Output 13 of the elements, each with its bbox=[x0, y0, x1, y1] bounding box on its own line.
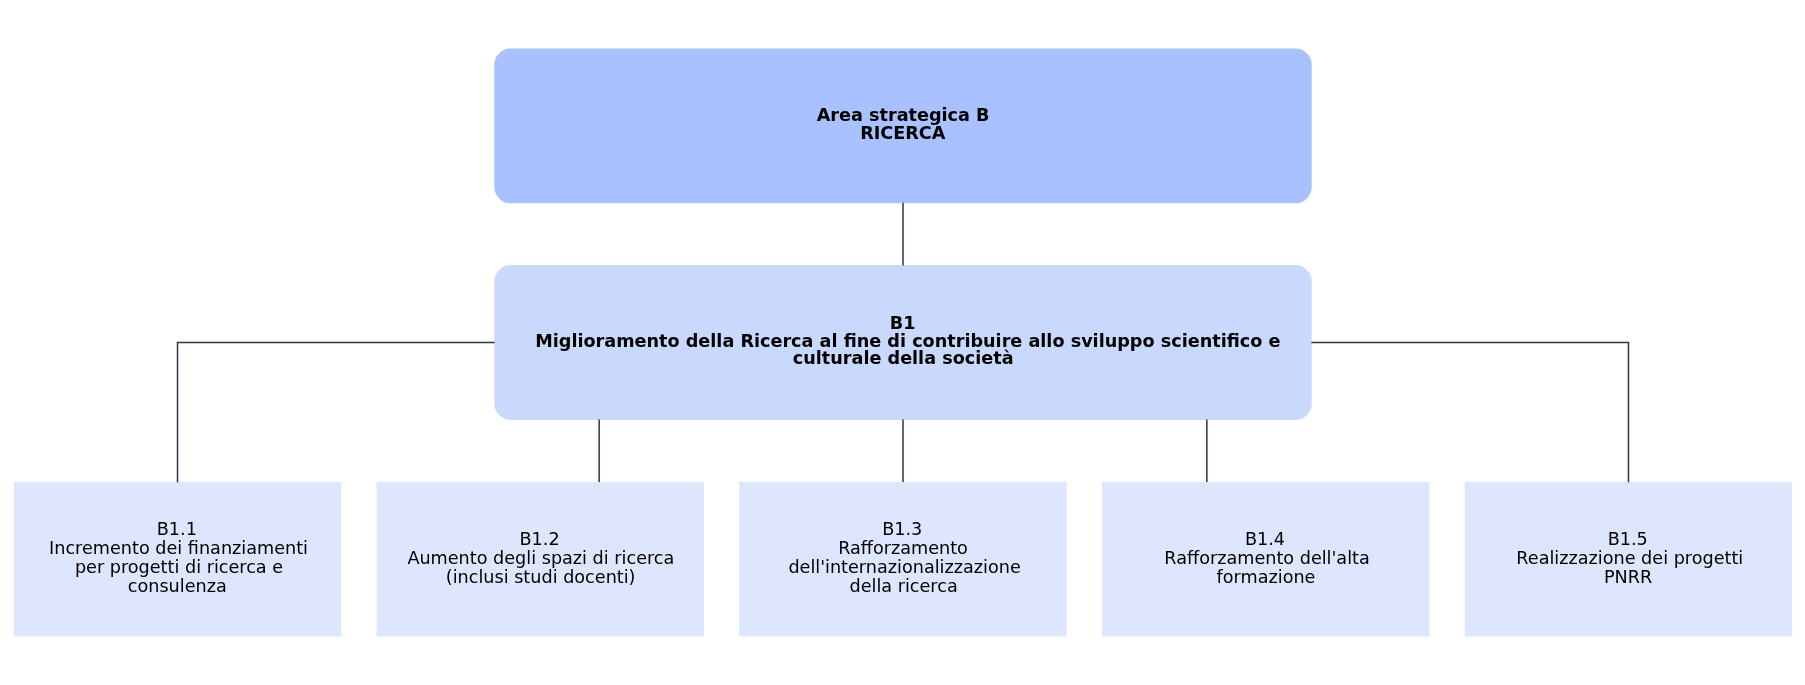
connector bbox=[1310, 341, 1629, 483]
node-box: B1.4 Rafforzamento dell'alta formazione bbox=[1101, 481, 1429, 637]
connector bbox=[901, 418, 904, 483]
connector bbox=[901, 202, 904, 267]
connector bbox=[597, 418, 600, 483]
connector bbox=[1205, 418, 1208, 483]
node-box: B1 Miglioramento della Ricerca al fine di contribuire allo sviluppo scientifico e culturale della società bbox=[493, 265, 1312, 420]
node-box: Area strategica B RICERCA bbox=[493, 48, 1312, 204]
node-box: B1.1 Incremento dei finanziamenti per progetti di ricerca e consulenza bbox=[13, 481, 341, 637]
node-box: B1.3 Rafforzamento dell'internazionalizzazione della ricerca bbox=[738, 481, 1067, 637]
connector bbox=[176, 341, 495, 483]
node-box: B1.5 Realizzazione dei progetti PNRR bbox=[1464, 481, 1792, 637]
node-box: B1.2 Aumento degli spazi di ricerca (inclusi studi docenti) bbox=[376, 481, 704, 637]
